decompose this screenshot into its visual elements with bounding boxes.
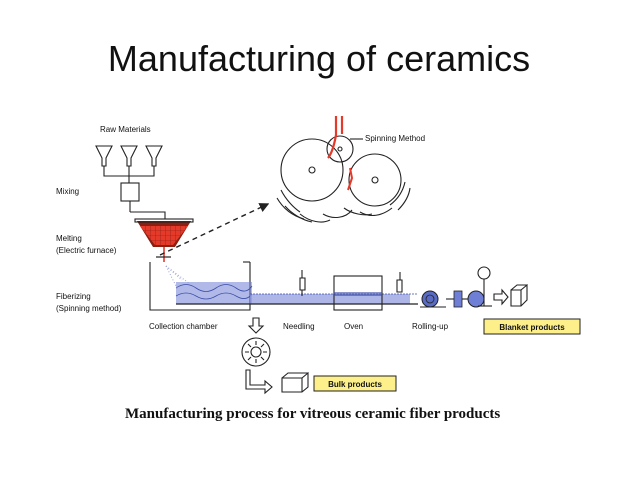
label-collection-chamber: Collection chamber bbox=[149, 322, 218, 331]
label-electric-furnace: (Electric furnace) bbox=[56, 246, 117, 255]
label-spinning-method: Spinning Method bbox=[365, 134, 425, 143]
raw-material-hoppers bbox=[95, 145, 163, 183]
mixer bbox=[120, 182, 166, 219]
detail-pointer-arrow bbox=[159, 203, 270, 256]
slide-title: Manufacturing of ceramics bbox=[107, 38, 531, 79]
label-rolling-up: Rolling-up bbox=[412, 322, 449, 331]
bulk-branch bbox=[241, 317, 309, 395]
label-fiberizing: Fiberizing bbox=[56, 292, 91, 301]
label-mixing: Mixing bbox=[56, 187, 79, 196]
label-blanket-products: Blanket products bbox=[499, 323, 565, 332]
label-raw-materials: Raw Materials bbox=[100, 125, 151, 134]
blanket-products-badge: Blanket products bbox=[483, 318, 581, 335]
label-spinning-method-paren: (Spinning method) bbox=[56, 304, 122, 313]
spinning-method-detail bbox=[276, 116, 411, 223]
fiber-conveyor bbox=[176, 270, 418, 311]
label-oven: Oven bbox=[344, 322, 363, 331]
collection-chamber bbox=[149, 261, 253, 311]
electric-furnace bbox=[134, 218, 194, 262]
rolling-up-unit bbox=[420, 266, 528, 308]
label-bulk-products: Bulk products bbox=[328, 380, 382, 389]
label-melting: Melting bbox=[56, 234, 82, 243]
bulk-products-badge: Bulk products bbox=[313, 375, 397, 392]
label-needling: Needling bbox=[283, 322, 315, 331]
diagram-caption: Manufacturing process for vitreous ceram… bbox=[125, 406, 500, 422]
